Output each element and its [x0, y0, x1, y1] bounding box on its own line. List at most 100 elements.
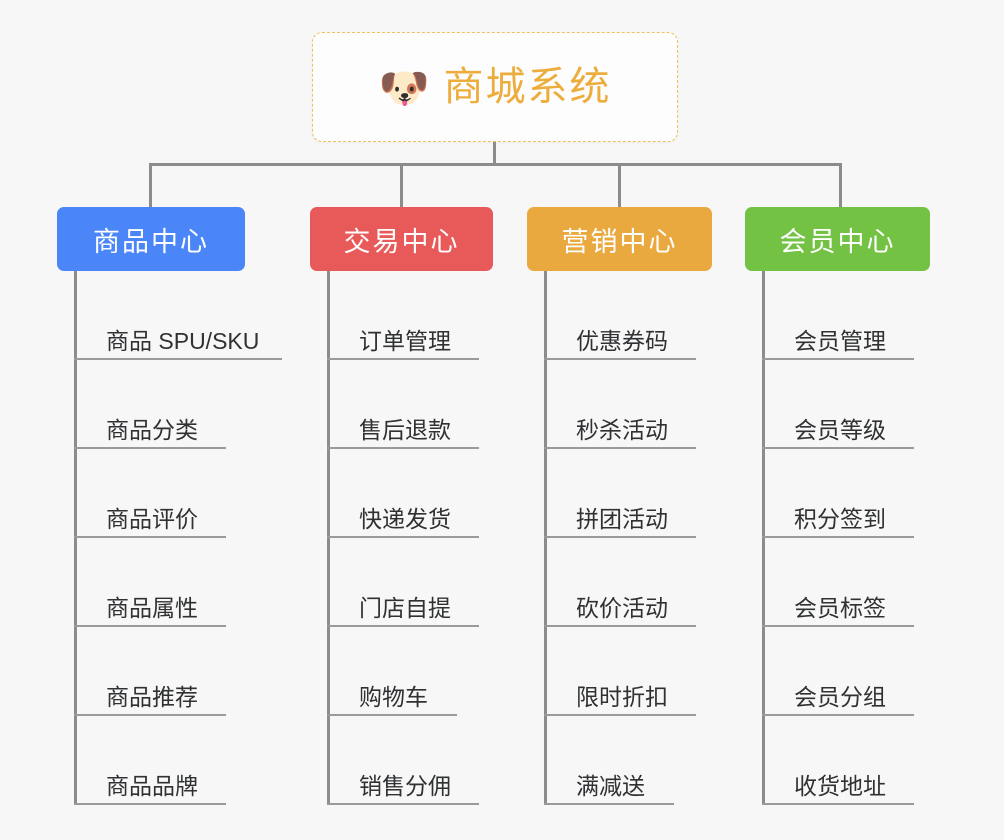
connector-drop-3: [839, 163, 842, 208]
leaf-underline: [327, 536, 479, 538]
leaf-label: 会员标签: [794, 595, 886, 621]
leaf-label: 商品评价: [106, 506, 198, 532]
leaf-underline: [74, 714, 226, 716]
leaf-item[interactable]: 销售分佣: [327, 716, 479, 805]
leaf-list-0: 商品 SPU/SKU 商品分类 商品评价 商品属性 商品推荐 商品品牌: [74, 271, 282, 805]
leaf-label: 满减送: [576, 773, 645, 799]
leaf-underline: [74, 447, 226, 449]
leaf-item[interactable]: 会员管理: [762, 271, 914, 360]
leaf-underline: [327, 447, 479, 449]
leaf-item[interactable]: 限时折扣: [544, 627, 696, 716]
leaf-label: 会员等级: [794, 417, 886, 443]
leaf-item[interactable]: 售后退款: [327, 360, 479, 449]
leaf-underline: [74, 536, 226, 538]
leaf-item[interactable]: 购物车: [327, 627, 457, 716]
leaf-label: 门店自提: [359, 595, 451, 621]
leaf-underline: [74, 358, 282, 360]
leaf-label: 收货地址: [794, 773, 886, 799]
leaf-item[interactable]: 会员分组: [762, 627, 914, 716]
leaf-item[interactable]: 会员标签: [762, 538, 914, 627]
leaf-label: 售后退款: [359, 417, 451, 443]
leaf-underline: [762, 358, 914, 360]
leaf-underline: [544, 625, 696, 627]
leaf-item[interactable]: 会员等级: [762, 360, 914, 449]
leaf-underline: [544, 536, 696, 538]
branch-trunk-2: [544, 271, 547, 805]
leaf-list-3: 会员管理 会员等级 积分签到 会员标签 会员分组 收货地址: [762, 271, 914, 805]
leaf-label: 会员分组: [794, 684, 886, 710]
leaf-list-2: 优惠券码 秒杀活动 拼团活动 砍价活动 限时折扣 满减送: [544, 271, 696, 805]
leaf-label: 购物车: [359, 684, 428, 710]
branch-column-1: 交易中心 订单管理 售后退款 快递发货 门店自提 购物车: [310, 207, 493, 805]
leaf-label: 快递发货: [359, 506, 451, 532]
root-node[interactable]: 🐶 商城系统: [312, 32, 678, 142]
branch-header-label-3: 会员中心: [779, 226, 896, 257]
leaf-item[interactable]: 优惠券码: [544, 271, 696, 360]
leaf-label: 砍价活动: [576, 595, 668, 621]
leaf-item[interactable]: 商品评价: [74, 449, 259, 538]
leaf-label: 限时折扣: [576, 684, 668, 710]
leaf-list-1: 订单管理 售后退款 快递发货 门店自提 购物车 销售分佣: [327, 271, 479, 805]
branch-header-3[interactable]: 会员中心: [745, 207, 930, 271]
connector-drop-0: [149, 163, 152, 208]
leaf-item[interactable]: 满减送: [544, 716, 674, 805]
root-title: 商城系统: [443, 65, 612, 109]
leaf-item[interactable]: 拼团活动: [544, 449, 696, 538]
branch-trunk-1: [327, 271, 330, 805]
branch-trunk-0: [74, 271, 77, 805]
leaf-label: 商品分类: [106, 417, 198, 443]
leaf-item[interactable]: 商品 SPU/SKU: [74, 271, 282, 360]
leaf-item[interactable]: 快递发货: [327, 449, 479, 538]
leaf-label: 优惠券码: [576, 328, 668, 354]
leaf-item[interactable]: 商品属性: [74, 538, 259, 627]
connector-horizontal-bar: [149, 163, 842, 166]
leaf-underline: [544, 714, 696, 716]
branch-header-label-0: 商品中心: [93, 226, 209, 257]
leaf-underline: [327, 625, 479, 627]
branch-trunk-3: [762, 271, 765, 805]
leaf-item[interactable]: 订单管理: [327, 271, 479, 360]
leaf-label: 商品属性: [106, 595, 198, 621]
leaf-item[interactable]: 秒杀活动: [544, 360, 696, 449]
leaf-label: 积分签到: [794, 506, 886, 532]
leaf-label: 秒杀活动: [576, 417, 668, 443]
branch-column-3: 会员中心 会员管理 会员等级 积分签到 会员标签 会员分组: [745, 207, 930, 805]
branch-header-2[interactable]: 营销中心: [527, 207, 712, 271]
leaf-item[interactable]: 积分签到: [762, 449, 914, 538]
leaf-item[interactable]: 收货地址: [762, 716, 914, 805]
branch-column-2: 营销中心 优惠券码 秒杀活动 拼团活动 砍价活动 限时折扣: [527, 207, 712, 805]
leaf-label: 商品品牌: [106, 773, 198, 799]
leaf-underline: [762, 536, 914, 538]
leaf-item[interactable]: 商品分类: [74, 360, 259, 449]
leaf-label: 商品 SPU/SKU: [106, 328, 260, 354]
leaf-underline: [327, 358, 479, 360]
leaf-underline: [327, 803, 479, 805]
leaf-underline: [762, 714, 914, 716]
branch-header-label-2: 营销中心: [561, 226, 678, 257]
leaf-label: 商品推荐: [106, 684, 198, 710]
shiba-dog-face-icon: 🐶: [378, 64, 430, 111]
leaf-label: 销售分佣: [359, 773, 451, 799]
branch-header-0[interactable]: 商品中心: [57, 207, 245, 271]
leaf-underline: [327, 714, 457, 716]
leaf-item[interactable]: 商品推荐: [74, 627, 259, 716]
leaf-underline: [74, 625, 226, 627]
leaf-label: 会员管理: [794, 328, 886, 354]
leaf-label: 订单管理: [359, 328, 451, 354]
leaf-item[interactable]: 砍价活动: [544, 538, 696, 627]
leaf-item[interactable]: 门店自提: [327, 538, 479, 627]
branch-header-1[interactable]: 交易中心: [310, 207, 493, 271]
leaf-underline: [762, 625, 914, 627]
connector-drop-1: [400, 163, 403, 208]
leaf-underline: [544, 803, 674, 805]
leaf-item[interactable]: 商品品牌: [74, 716, 259, 805]
connector-stem: [493, 142, 496, 166]
leaf-underline: [74, 803, 226, 805]
leaf-label: 拼团活动: [576, 506, 668, 532]
leaf-underline: [762, 447, 914, 449]
leaf-underline: [544, 358, 696, 360]
leaf-underline: [762, 803, 914, 805]
branch-column-0: 商品中心 商品 SPU/SKU 商品分类 商品评价 商品属性 商品推荐: [57, 207, 282, 805]
leaf-underline: [544, 447, 696, 449]
